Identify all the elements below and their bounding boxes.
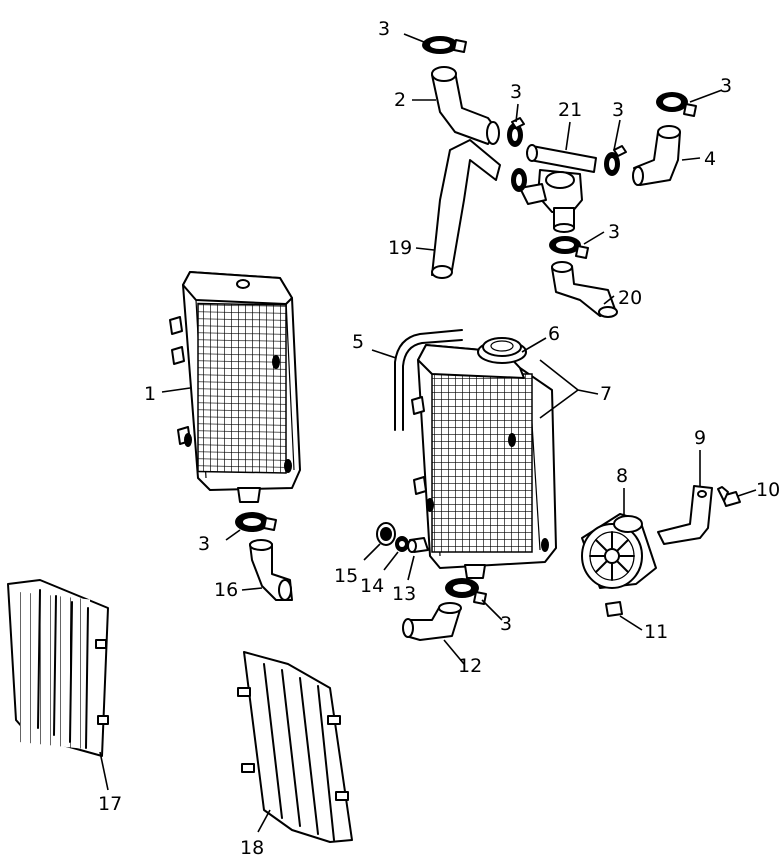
radiator-cap xyxy=(477,337,527,364)
callout-19: 19 xyxy=(388,237,412,259)
callout-3g: 3 xyxy=(500,613,512,635)
left-louver-guard xyxy=(7,579,109,757)
washer-14 xyxy=(395,536,409,552)
callout-6: 6 xyxy=(548,323,560,345)
callout-3a: 3 xyxy=(378,18,390,40)
hose-12 xyxy=(402,602,462,641)
clamp-g xyxy=(235,512,277,532)
clamp-h xyxy=(445,578,487,605)
callout-11: 11 xyxy=(644,621,668,643)
clamp-c xyxy=(656,92,697,117)
bolt-11 xyxy=(605,601,623,617)
overflow-hose xyxy=(394,329,463,431)
fan-bracket xyxy=(657,485,713,545)
callout-15: 15 xyxy=(334,565,358,587)
hose-20 xyxy=(551,261,618,318)
clamp-e xyxy=(511,168,527,192)
callout-9: 9 xyxy=(694,427,706,449)
hose-16 xyxy=(249,539,293,601)
callout-3c: 3 xyxy=(612,99,624,121)
hose-19 xyxy=(431,139,501,279)
callout-18: 18 xyxy=(240,837,264,859)
callout-3b: 3 xyxy=(510,81,522,103)
bolt-13 xyxy=(407,537,429,553)
clamp-b xyxy=(507,117,525,147)
hose-4 xyxy=(632,125,681,186)
cooling-fan xyxy=(581,513,657,589)
leader-lines xyxy=(99,33,757,833)
clamp-d xyxy=(604,145,627,176)
clamp-a xyxy=(422,36,467,54)
callout-13: 13 xyxy=(392,583,416,605)
left-radiator xyxy=(169,271,301,503)
callout-14: 14 xyxy=(360,575,384,597)
callout-10: 10 xyxy=(756,479,780,501)
clamp-f xyxy=(549,236,589,259)
bolt-10 xyxy=(717,486,741,507)
right-radiator xyxy=(411,344,557,579)
callout-4: 4 xyxy=(704,148,716,170)
callout-3f: 3 xyxy=(198,533,210,555)
callout-21: 21 xyxy=(558,99,582,121)
callout-5: 5 xyxy=(352,331,364,353)
thermostat-housing xyxy=(519,144,597,233)
callout-16: 16 xyxy=(214,579,238,601)
callout-3e: 3 xyxy=(608,221,620,243)
callout-1: 1 xyxy=(144,383,156,405)
hose-2 xyxy=(431,66,500,145)
callout-20: 20 xyxy=(618,287,642,309)
right-louver-guard xyxy=(237,651,353,843)
callout-3d: 3 xyxy=(720,75,732,97)
callout-12: 12 xyxy=(458,655,482,677)
callout-8: 8 xyxy=(616,465,628,487)
callout-17: 17 xyxy=(98,793,122,815)
callout-7: 7 xyxy=(600,383,612,405)
callout-2: 2 xyxy=(394,89,406,111)
grommet-15 xyxy=(376,522,396,546)
callout-labels: 3 2 3 21 3 3 4 3 19 20 5 6 7 1 9 8 10 3 … xyxy=(98,18,780,859)
